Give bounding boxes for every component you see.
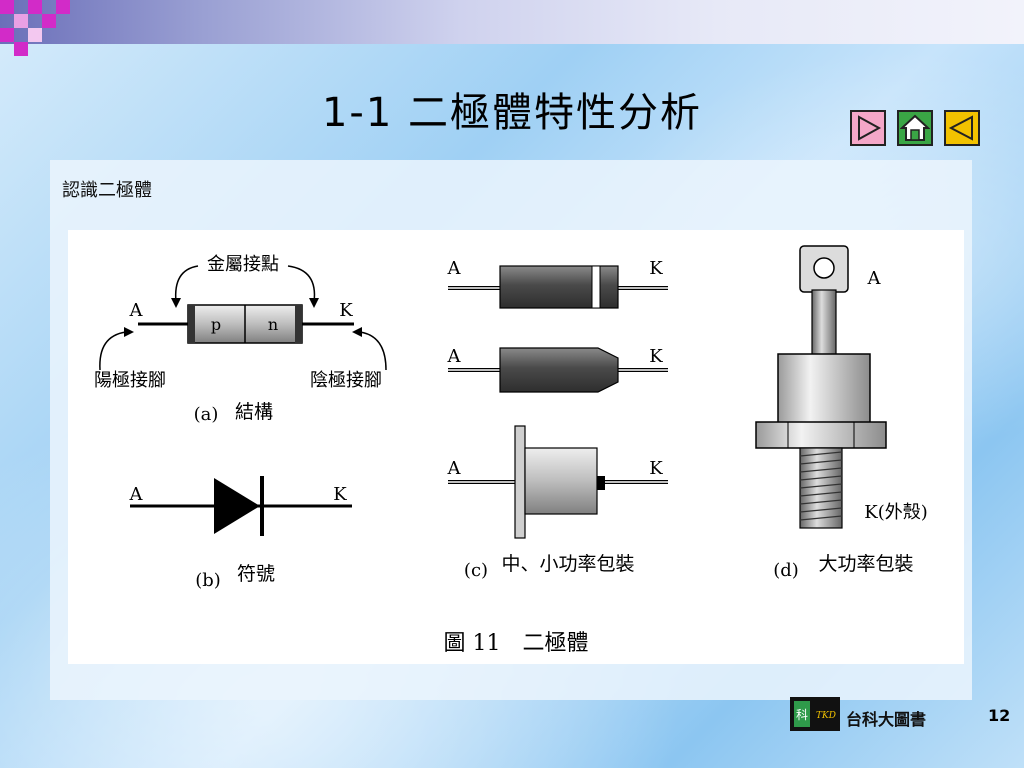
svg-text:科: 科 [796, 708, 808, 722]
anode-lead-label: 陽極接腳 [94, 370, 166, 391]
slide-title: 1-1 二極體特性分析 [321, 90, 703, 136]
home-button[interactable] [897, 110, 933, 146]
metal-contact-label: 金屬接點 [207, 254, 279, 275]
diode-figure: 金屬接點 p n A K 陽極接腳 陰極接腳 (a) 結構 A K (b) 符號… [68, 230, 964, 664]
publisher-name: 台科大圖書 [846, 710, 927, 729]
home-icon [900, 114, 930, 141]
play-left-icon [948, 115, 973, 141]
high-power-package-diagram: A K(外殼) (d) 大功率包裝 [755, 245, 928, 581]
section-heading: 認識二極體 [62, 180, 152, 201]
previous-slide-button[interactable] [944, 110, 980, 146]
checker-decoration [0, 0, 80, 60]
cathode-lead-label: 陰極接腳 [310, 370, 382, 391]
symbol-caption: 符號 [237, 563, 275, 585]
label-c: (c) [464, 560, 488, 581]
threaded-stud [799, 447, 843, 529]
cathode-k-label: K [339, 300, 353, 321]
diode-structure-diagram: 金屬接點 p n A K 陽極接腳 陰極接腳 (a) 結構 [94, 254, 387, 425]
svg-text:TKD: TKD [816, 711, 836, 721]
figure-caption: 圖 11 二極體 [444, 631, 589, 656]
small-package-diagram: A K A K A K (c) 中、小功率包裝 [447, 258, 668, 581]
play-right-icon [858, 115, 882, 141]
pkg3-k-label: K [649, 458, 663, 479]
p-region-label: p [211, 315, 221, 334]
diode-triangle [214, 478, 260, 534]
structure-caption: 結構 [235, 401, 273, 423]
symbol-k-label: K [333, 484, 347, 505]
power-a-label: A [867, 268, 882, 289]
next-slide-button[interactable] [850, 110, 886, 146]
pkg2-a-label: A [447, 346, 462, 367]
power-k-case-label: K(外殼) [864, 502, 928, 523]
pkg1-a-label: A [447, 258, 462, 279]
high-power-caption: 大功率包裝 [818, 553, 913, 575]
pkg2-k-label: K [649, 346, 663, 367]
n-region-label: n [268, 315, 278, 334]
label-d: (d) [773, 560, 799, 581]
title-bar [0, 0, 1024, 44]
symbol-a-label: A [129, 484, 144, 505]
anode-a-label: A [129, 300, 144, 321]
pkg1-k-label: K [649, 258, 663, 279]
diode-symbol-diagram: A K (b) 符號 [129, 476, 352, 591]
small-package-caption: 中、小功率包裝 [501, 553, 634, 575]
page-number: 12 [988, 706, 1011, 725]
publisher-logo: 科 TKD [790, 697, 840, 731]
label-a: (a) [194, 404, 219, 425]
pkg3-a-label: A [447, 458, 462, 479]
label-b: (b) [195, 570, 221, 591]
